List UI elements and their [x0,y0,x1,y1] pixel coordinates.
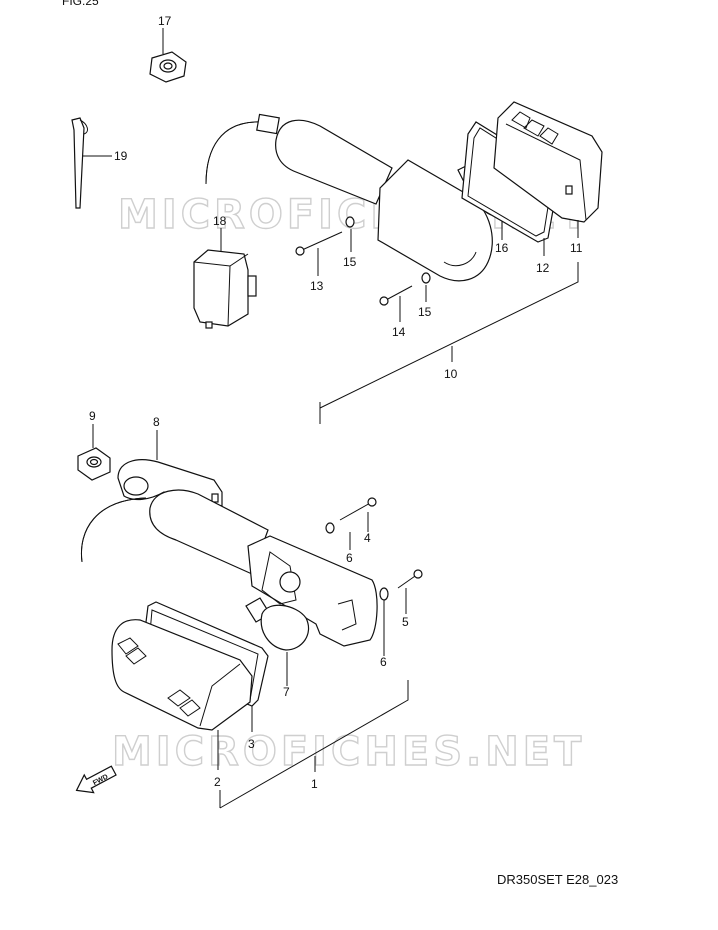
washer-6a-icon [325,522,335,534]
callout-6b: 6 [380,655,387,669]
callout-6a: 6 [346,551,353,565]
nut-9-icon [77,447,111,481]
callout-5: 5 [402,615,409,629]
washer-15a-icon [345,216,355,228]
callout-15a: 15 [343,255,357,269]
callout-14: 14 [392,325,406,339]
callout-8: 8 [153,415,160,429]
callout-3: 3 [248,737,255,751]
screw-4-icon [339,497,377,521]
bracket-10 [319,262,579,409]
callout-13: 13 [310,279,324,293]
callout-1: 1 [311,777,318,791]
callout-4: 4 [364,531,371,545]
callout-10: 10 [444,367,458,381]
figure-label: FIG.25 [62,0,99,8]
lens-2-icon [111,619,253,731]
callout-12: 12 [536,261,550,275]
callout-9: 9 [89,409,96,423]
screw-5-icon [397,569,423,589]
callout-2: 2 [214,775,221,789]
callout-7: 7 [283,685,290,699]
callout-18: 18 [213,214,227,228]
callout-11: 11 [570,241,583,255]
washer-6b-icon [379,587,389,601]
callout-15b: 15 [418,305,432,319]
callout-17: 17 [158,14,172,28]
turn-signal-assembly-rear-icon [205,113,493,282]
lens-11-icon [493,101,603,223]
bulb-7-icon [245,597,310,651]
screw-13-icon [295,231,343,256]
callout-16: 16 [495,241,509,255]
diagram-code: DR350SET E28_023 [497,872,619,887]
watermark-bottom: MICROFICHES.NET [112,729,585,775]
callout-19: 19 [114,149,128,163]
turn-signal-assembly-front-icon [80,489,378,647]
washer-15b-icon [421,272,431,284]
screw-14-icon [379,285,413,306]
bracket-1 [219,680,409,809]
relay-18-icon [193,249,257,329]
cable-tie-19-icon [71,117,88,209]
fwd-arrow-icon: FWD [75,765,117,794]
nut-17-icon [149,51,187,83]
